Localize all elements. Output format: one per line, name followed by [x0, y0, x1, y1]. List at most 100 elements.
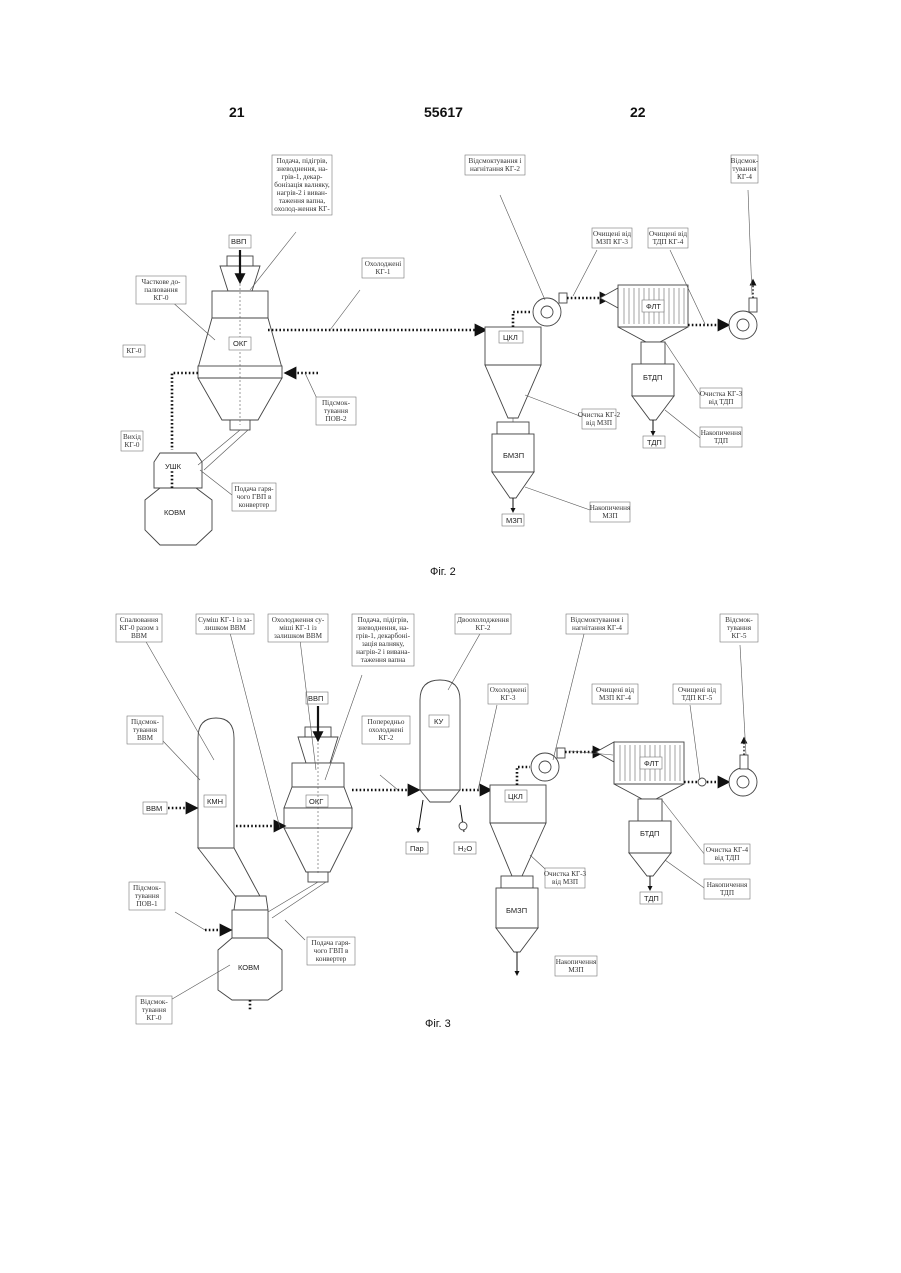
pre-chamber: УШК КОВМ — [145, 453, 212, 545]
label-clean3b: Очистка КГ-3від МЗП — [544, 868, 587, 888]
label-text-exhaust: КГ-0 — [125, 441, 140, 449]
label-text-clean3: Очистка КГ-3 — [700, 390, 743, 398]
label-text-suckpov1: ПОВ-1 — [136, 900, 158, 908]
steam-out — [418, 800, 423, 832]
bunker-cone — [492, 472, 534, 498]
figure-2: ОКГ ВВП УШК КОВМ ЦКЛ БМЗП — [121, 155, 759, 545]
label-text-clean2: від МЗП — [586, 419, 612, 427]
label-text-feed3: грів-1, декарбоні- — [356, 632, 411, 640]
filter-inlet-cone — [600, 288, 618, 308]
tag-bmzp: БМЗП — [503, 451, 524, 460]
filter-flt-3: ФЛТ БТДП ТДП — [596, 742, 684, 904]
label-text-precool2: Двоохолодження — [457, 616, 509, 624]
tag-tskl: ЦКЛ — [503, 333, 518, 342]
label-text-partial: палювання — [144, 286, 178, 294]
label-text-suck0: тування — [142, 1006, 167, 1014]
flow-c3-fan — [517, 767, 530, 785]
label-text-cooled3: Охолоджені — [490, 686, 527, 694]
tag-h2o: H₂O — [458, 844, 472, 853]
damper-valve — [698, 778, 706, 786]
tag-kmn: КМН — [207, 797, 223, 806]
ku-body — [420, 680, 460, 790]
btdp3-top — [638, 799, 662, 821]
kmn-lower-box — [234, 896, 268, 910]
okg3-discharge — [308, 872, 328, 882]
label-feed: Подача, підігрів,зневоднення, на-грів-1,… — [272, 155, 332, 215]
label-text-feed3: зація валняку, — [362, 640, 405, 648]
label-text-suction5: Відсмок- — [725, 616, 753, 624]
label-burn: СпалюванняКГ-0 разом зВВМ — [116, 614, 162, 642]
okg3-lower — [284, 828, 352, 872]
label-text-feedhot3: чого ГВП в — [314, 947, 349, 955]
label-feed3: Подача, підігрів,зневоднення, на-грів-1,… — [352, 614, 414, 666]
label-text-feed3: таження вапна — [361, 656, 406, 664]
label-text-cleaned4: Очищені від — [649, 230, 687, 238]
label-text-accum_tdp: ТДП — [714, 437, 728, 445]
chute3-a — [268, 882, 318, 912]
label-text-cleaned5: Очищені від — [678, 686, 716, 694]
label-coolmix: Охолодження су-міші КГ-1 іззалишком ВВМ — [268, 614, 328, 642]
label-text-suckpov1: тування — [135, 892, 160, 900]
label-accum_tdp: НакопиченняТДП — [700, 427, 742, 447]
label-text-accum_tdp3: ТДП — [720, 889, 734, 897]
label-text-feedhot3: конвертер — [316, 955, 347, 963]
label-text-accum_tdp3: Накопичення — [707, 881, 748, 889]
tag-ku: КУ — [434, 717, 443, 726]
label-text-precooled: КГ-2 — [379, 734, 394, 742]
label-accum_tdp3: НакопиченняТДП — [704, 879, 750, 899]
kiln-okg-3: ОКГ — [284, 727, 352, 882]
figure-3-caption: Фіг. 3 — [425, 1018, 451, 1030]
filter3-inlet — [596, 742, 614, 762]
tag-kovm3: КОВМ — [238, 963, 259, 972]
label-text-suction4b: нагнітання КГ-4 — [572, 624, 622, 632]
label-text-burn: Спалювання — [120, 616, 159, 624]
label-text-clean3: від ТДП — [709, 398, 734, 406]
label-text-partial: КГ-0 — [154, 294, 169, 302]
fan2-stack — [749, 298, 757, 312]
label-text-suction2: нагнітання КГ-2 — [470, 165, 520, 173]
label-text-suction5: тування — [727, 624, 752, 632]
label-exhaust: ВихідКГ-0 — [121, 431, 143, 451]
label-suctionpov: Підсмок-туванняПОВ-2 — [316, 397, 356, 425]
vessel-kmn: КМН КОВМ — [198, 718, 282, 1000]
label-text-cooled3: КГ-3 — [501, 694, 516, 702]
label-text-suction5: КГ-5 — [732, 632, 747, 640]
fan-kg2 — [533, 293, 567, 326]
label-text-kg0: КГ-0 — [127, 347, 142, 355]
flow-kg0-left — [172, 373, 198, 450]
label-cleaned5: Очищені відТДП КГ-5 — [673, 684, 721, 704]
tag-vvp: ВВП — [231, 237, 246, 246]
tag-flt3: ФЛТ — [644, 759, 659, 768]
kmn-lower — [232, 910, 268, 938]
tag-kovm: КОВМ — [164, 508, 185, 517]
label-text-clean3b: від МЗП — [552, 878, 578, 886]
tag-okg3: ОКГ — [309, 797, 323, 806]
cyclone-cone — [485, 365, 541, 418]
fan3-outlet — [557, 748, 565, 758]
btdp3-cone — [629, 853, 671, 876]
label-suck0: Відсмок-туванняКГ-0 — [136, 996, 172, 1024]
btdp-top — [641, 342, 665, 364]
label-text-mix: лишком ВВМ — [204, 624, 246, 632]
label-text-feed: бонізація валняку, — [274, 181, 330, 189]
tag-tskl3: ЦКЛ — [508, 792, 523, 801]
fan4-stack — [740, 755, 748, 769]
boiler-ku: КУ Пар H₂O — [406, 680, 476, 854]
label-clean4b: Очистка КГ-4від ТДП — [704, 844, 750, 864]
label-text-cleaned4b: Очищені від — [596, 686, 634, 694]
tag-par: Пар — [410, 844, 424, 853]
tag-btdp: БТДП — [643, 373, 662, 382]
label-precooled: ПопередньоохолодженіКГ-2 — [362, 716, 410, 744]
ku-bottom — [420, 790, 460, 802]
label-text-suctionpov: ПОВ-2 — [325, 415, 347, 423]
label-text-clean4b: Очистка КГ-4 — [706, 846, 749, 854]
chute-line-1 — [198, 430, 240, 465]
label-text-cleaned3: МЗП КГ-3 — [596, 238, 628, 246]
bunker3-cone — [496, 928, 538, 952]
label-text-feedhot: Подача гаря- — [234, 485, 274, 493]
label-text-accum_mzp: Накопичення — [590, 504, 631, 512]
bunker3-top — [501, 876, 533, 888]
label-text-feedhot3: Подача гаря- — [311, 939, 351, 947]
label-mix: Суміш КГ-1 із за-лишком ВВМ — [196, 614, 254, 634]
